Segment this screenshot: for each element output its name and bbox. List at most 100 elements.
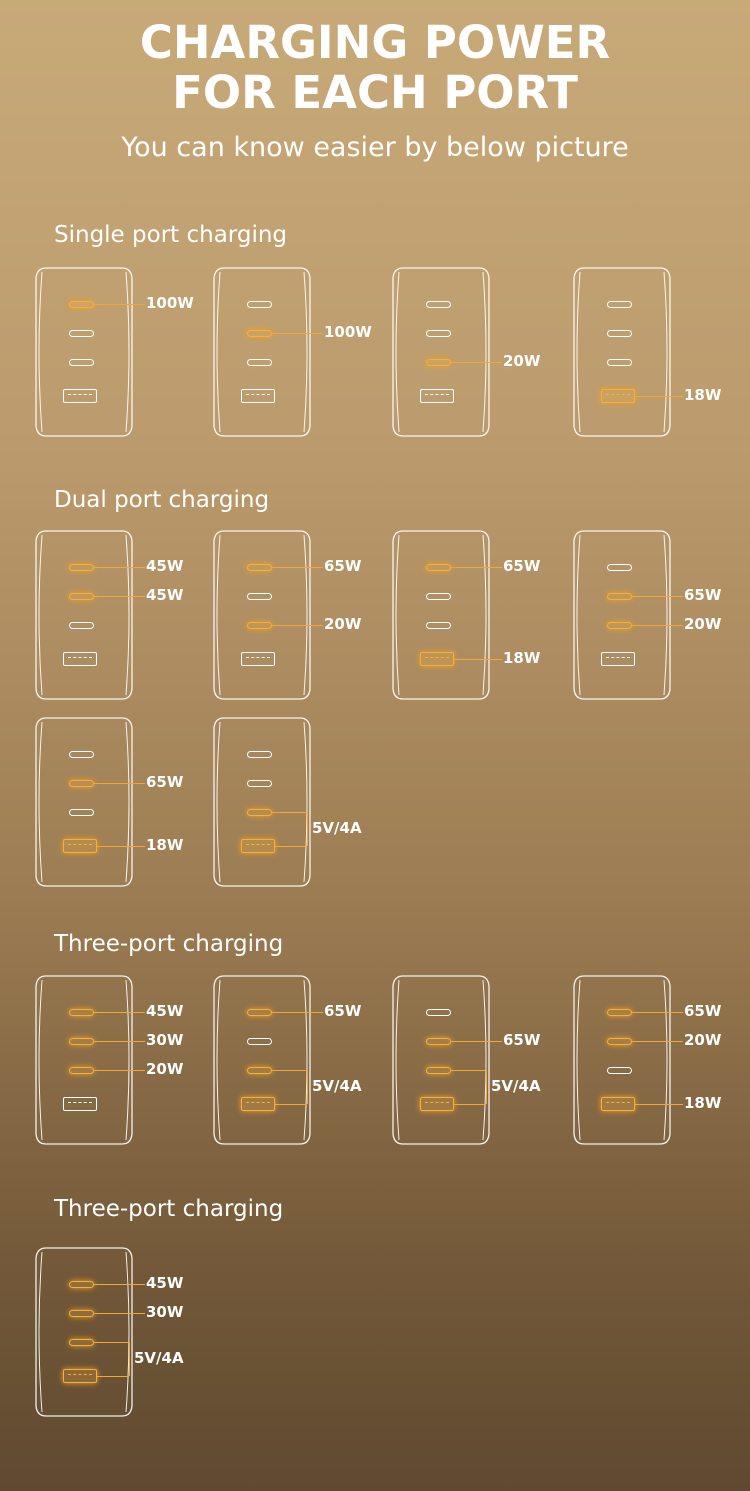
usb-c-port-icon — [69, 563, 94, 571]
power-label: 20W — [146, 1060, 184, 1078]
power-leader-line — [632, 625, 683, 626]
usb-c-port-icon — [426, 1066, 451, 1074]
usb-c-port-icon — [69, 300, 94, 308]
power-leader-line — [451, 362, 502, 363]
charger-outline-icon — [392, 975, 490, 1145]
usb-c-port-icon — [247, 563, 272, 571]
usb-c-port-icon — [247, 329, 272, 337]
power-leader-line — [272, 1070, 307, 1071]
power-leader-line — [97, 846, 145, 847]
power-leader-line — [272, 333, 323, 334]
power-leader-line — [94, 1342, 129, 1343]
power-label: 18W — [684, 1094, 722, 1112]
power-leader-line — [94, 1041, 145, 1042]
usb-c-port-icon — [247, 750, 272, 758]
usb-c-port-icon — [69, 779, 94, 787]
power-leader-line — [94, 567, 145, 568]
usb-c-port-icon — [426, 621, 451, 629]
power-label: 100W — [146, 294, 194, 312]
usb-c-port-icon — [69, 358, 94, 366]
power-label: 65W — [324, 1002, 362, 1020]
power-label: 30W — [146, 1303, 184, 1321]
usb-a-port-icon — [241, 652, 275, 666]
charger-outline-icon — [573, 267, 671, 437]
usb-a-port-icon — [63, 652, 97, 666]
usb-c-port-icon — [607, 1066, 632, 1074]
section-title: Single port charging — [54, 222, 288, 248]
usb-a-port-icon — [420, 1097, 454, 1111]
charger-outline-icon — [392, 267, 490, 437]
power-leader-line — [94, 304, 145, 305]
usb-c-port-icon — [426, 1008, 451, 1016]
power-label: 20W — [503, 352, 541, 370]
usb-c-port-icon — [247, 1008, 272, 1016]
power-leader-line — [451, 567, 502, 568]
usb-c-port-icon — [426, 300, 451, 308]
usb-c-port-icon — [247, 1066, 272, 1074]
power-leader-line — [94, 1012, 145, 1013]
charger-diagram: 18W — [572, 266, 721, 438]
usb-c-port-icon — [247, 779, 272, 787]
power-label: 65W — [324, 557, 362, 575]
power-leader-line — [94, 783, 145, 784]
usb-c-port-icon — [247, 621, 272, 629]
usb-c-port-icon — [426, 1037, 451, 1045]
usb-c-port-icon — [607, 1037, 632, 1045]
usb-c-port-icon — [607, 563, 632, 571]
charger-outline-icon — [35, 530, 133, 700]
power-leader-line — [272, 1012, 323, 1013]
power-leader-line — [275, 846, 307, 847]
power-label: 18W — [503, 649, 541, 667]
usb-c-port-icon — [69, 1037, 94, 1045]
power-label: 45W — [146, 586, 184, 604]
power-label: 20W — [684, 1031, 722, 1049]
power-leader-line — [632, 1041, 683, 1042]
charger-diagram: 100W — [212, 266, 372, 438]
section-title: Three-port charging — [54, 931, 284, 957]
power-leader-line — [632, 1012, 683, 1013]
usb-a-port-icon — [601, 389, 635, 403]
power-leader-line — [94, 1284, 145, 1285]
usb-c-port-icon — [426, 592, 451, 600]
power-leader-line — [451, 1070, 486, 1071]
power-group-bracket — [307, 812, 308, 846]
usb-c-port-icon — [607, 592, 632, 600]
usb-c-port-icon — [607, 300, 632, 308]
power-leader-line — [272, 812, 307, 813]
charger-outline-icon — [35, 717, 133, 887]
charger-outline-icon — [35, 975, 133, 1145]
charger-diagram: 5V/4A — [212, 716, 362, 888]
power-label: 65W — [684, 1002, 722, 1020]
usb-c-port-icon — [69, 592, 94, 600]
power-leader-line — [454, 659, 502, 660]
usb-a-port-icon — [420, 389, 454, 403]
usb-a-port-icon — [241, 839, 275, 853]
usb-c-port-icon — [247, 358, 272, 366]
usb-c-port-icon — [607, 1008, 632, 1016]
usb-a-port-icon — [63, 1097, 97, 1111]
power-label: 5V/4A — [312, 1077, 362, 1095]
usb-c-port-icon — [69, 621, 94, 629]
power-label: 45W — [146, 1002, 184, 1020]
power-label: 100W — [324, 323, 372, 341]
power-label: 65W — [146, 773, 184, 791]
power-leader-line — [635, 396, 683, 397]
usb-c-port-icon — [426, 563, 451, 571]
usb-c-port-icon — [247, 300, 272, 308]
section-title: Three-port charging — [54, 1196, 284, 1222]
charger-outline-icon — [213, 975, 311, 1145]
usb-c-port-icon — [607, 358, 632, 366]
usb-c-port-icon — [426, 329, 451, 337]
usb-a-port-icon — [63, 1369, 97, 1383]
usb-c-port-icon — [69, 1008, 94, 1016]
power-label: 45W — [146, 1274, 184, 1292]
power-leader-line — [272, 625, 323, 626]
charger-outline-icon — [573, 530, 671, 700]
charger-diagram: 65W 5V/4A — [212, 974, 362, 1146]
